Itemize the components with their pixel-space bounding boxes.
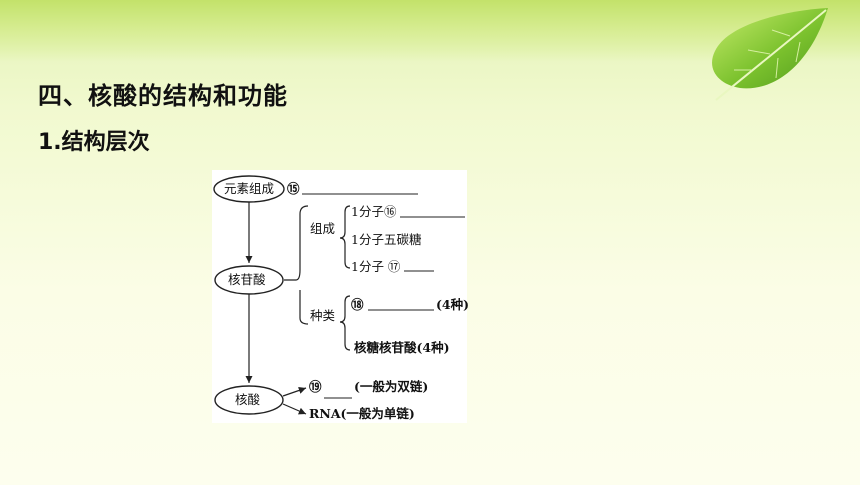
node-nucleotide: 核苷酸 (228, 272, 266, 287)
node-element-composition: 元素组成 (224, 181, 275, 196)
composition-item-base: 1分子 ⑰ (351, 259, 401, 274)
diagram-lines (213, 175, 465, 415)
subsection-heading: 1.结构层次 (38, 130, 150, 155)
structure-diagram: 元素组成 ⑮ 核苷酸 组成 1分子⑯ 1分子五碳糖 1分子 ⑰ 种类 ⑱ (4种… (212, 170, 470, 423)
type-item-ribonucleotide: 核糖核苷酸(4种) (354, 340, 450, 355)
type-item-18-marker: ⑱ (351, 297, 364, 312)
type-label: 种类 (310, 308, 336, 323)
composition-item-pentose: 1分子五碳糖 (351, 232, 422, 247)
nucleic-item-19-note: (一般为双链) (354, 379, 429, 394)
composition-item-phosphate: 1分子⑯ (351, 204, 397, 219)
node-nucleic-acid: 核酸 (235, 392, 261, 407)
leaf-icon (712, 8, 828, 101)
blank-15-marker: ⑮ (287, 181, 300, 196)
section-heading: 四、核酸的结构和功能 (38, 82, 288, 110)
nucleic-item-rna: RNA(一般为单链) (309, 406, 415, 421)
composition-label: 组成 (310, 221, 336, 236)
nucleic-item-19-marker: ⑲ (309, 379, 322, 394)
type-item-18-note: (4种) (436, 297, 470, 312)
